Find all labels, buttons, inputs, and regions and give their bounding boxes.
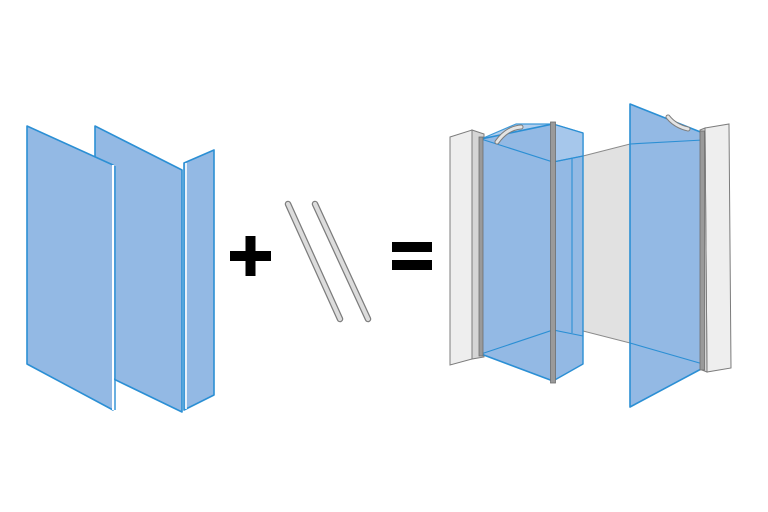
support-rod-icon: [311, 200, 372, 323]
back-wall: [582, 143, 631, 344]
enclosure-left-wall-post: [478, 136, 484, 357]
enclosure-left-return-glass: [552, 123, 584, 382]
plus-sign: [230, 236, 271, 276]
enclosure-left-post: [550, 121, 556, 384]
glass-return-panel-icon: [183, 149, 215, 411]
enclosure-right-floor-edge: [629, 342, 704, 365]
enclosure-right-inner-edge: [629, 139, 704, 145]
equals-sign: [392, 242, 432, 270]
glass-panel-icon: [26, 125, 114, 411]
glass-panels-group: [26, 125, 215, 413]
enclosure-right-wall-post: [699, 130, 705, 371]
shower-enclosure-icon: [449, 103, 732, 408]
enclosure-right-front-glass: [629, 103, 704, 408]
support-rods-group: [284, 200, 372, 323]
support-rod-icon: [284, 200, 344, 323]
